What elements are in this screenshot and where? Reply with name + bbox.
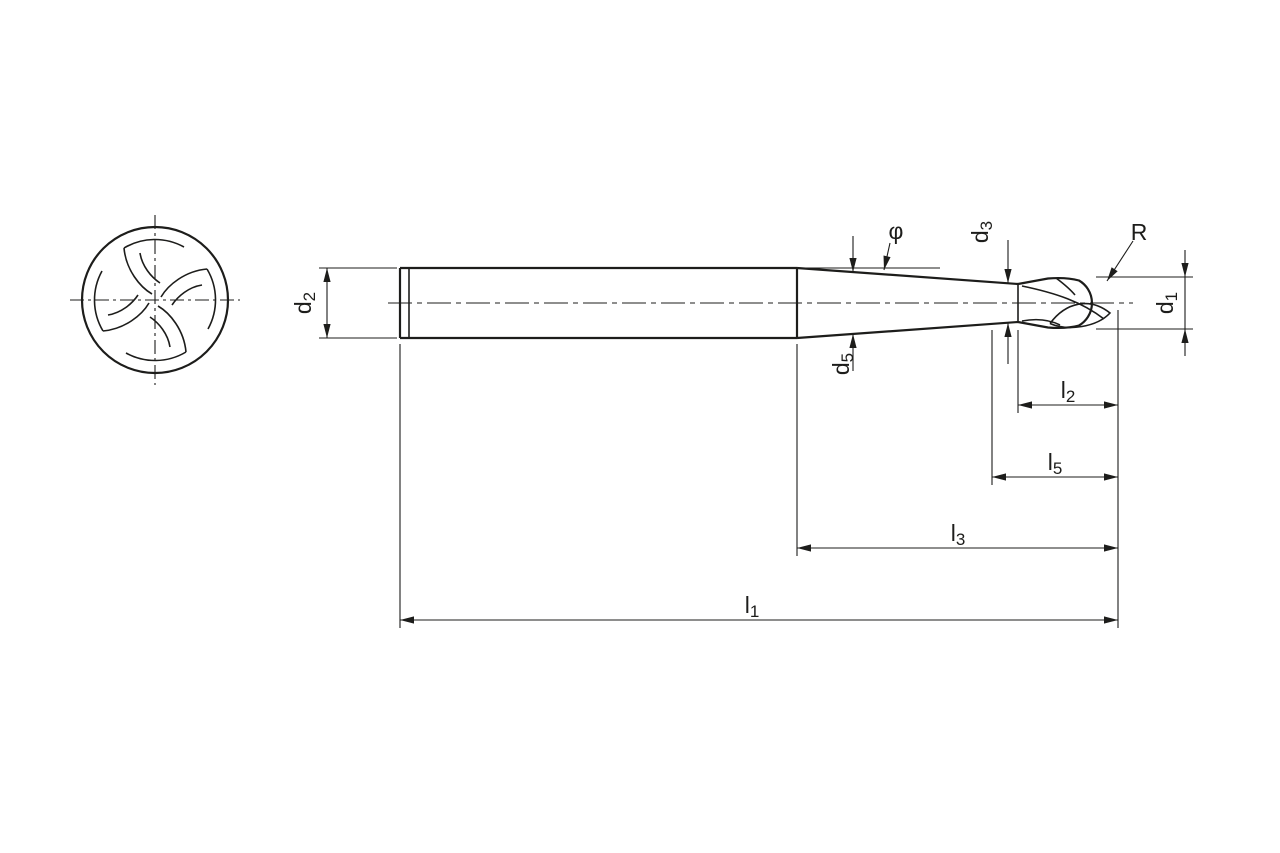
flute-4 xyxy=(93,270,150,332)
end-view-outer-circle xyxy=(80,225,230,375)
flute-inner-arc xyxy=(125,351,187,362)
flute-face-curve xyxy=(160,268,208,298)
taper-bottom-edge xyxy=(796,320,1019,340)
label-d3: d3 xyxy=(967,221,996,243)
radius-leader-arrow xyxy=(1106,240,1134,282)
phi-leader-arrow xyxy=(883,242,891,271)
flute-face-curve xyxy=(102,302,150,332)
flute-land-curve xyxy=(149,316,171,348)
label-l1: l1 xyxy=(745,592,760,621)
label-l5: l5 xyxy=(1048,449,1063,478)
flute-land-curve xyxy=(107,294,139,316)
label-d5: d5 xyxy=(828,353,857,375)
taper-top-edge xyxy=(796,266,1019,286)
dimension-l2: l2 xyxy=(1017,330,1118,413)
label-l2: l2 xyxy=(1061,377,1076,406)
flute-3 xyxy=(125,305,187,362)
label-phi: φ xyxy=(889,218,904,244)
head-flute-lower-curve xyxy=(1021,318,1061,326)
label-R: R xyxy=(1131,219,1148,245)
flute-inner-arc xyxy=(123,238,185,249)
dimension-d2: d2 xyxy=(290,267,397,339)
label-d1: d1 xyxy=(1152,292,1181,314)
dimension-phi: φ xyxy=(800,218,940,271)
flute-inner-arc xyxy=(206,268,217,330)
dimension-d3: d3 xyxy=(967,221,1012,364)
flute-face-curve xyxy=(123,247,153,295)
dimension-d1: d1 xyxy=(1096,250,1193,356)
head-flute-upper-curve xyxy=(1055,277,1076,296)
dimension-R: R xyxy=(1106,219,1148,282)
label-l3: l3 xyxy=(951,520,966,549)
dimension-d5: d5 xyxy=(828,236,857,375)
ball-gash-lens-curve xyxy=(1049,302,1112,329)
flute-face-curve xyxy=(157,305,187,353)
dimension-l1: l1 xyxy=(399,344,1118,628)
dimensions: d2 φ d5 d3 R xyxy=(290,218,1193,628)
dimension-l5: l5 xyxy=(991,330,1118,485)
dimension-l3: l3 xyxy=(796,344,1118,556)
flute-2 xyxy=(160,268,217,330)
flute-inner-arc xyxy=(93,270,104,332)
end-view xyxy=(70,215,240,385)
head-flute-spiral-curve xyxy=(1021,285,1105,320)
flute-1 xyxy=(123,238,185,295)
label-d2: d2 xyxy=(290,292,319,314)
flute-land-curve xyxy=(171,284,203,306)
side-view xyxy=(388,266,1133,340)
flute-land-curve xyxy=(139,252,161,284)
